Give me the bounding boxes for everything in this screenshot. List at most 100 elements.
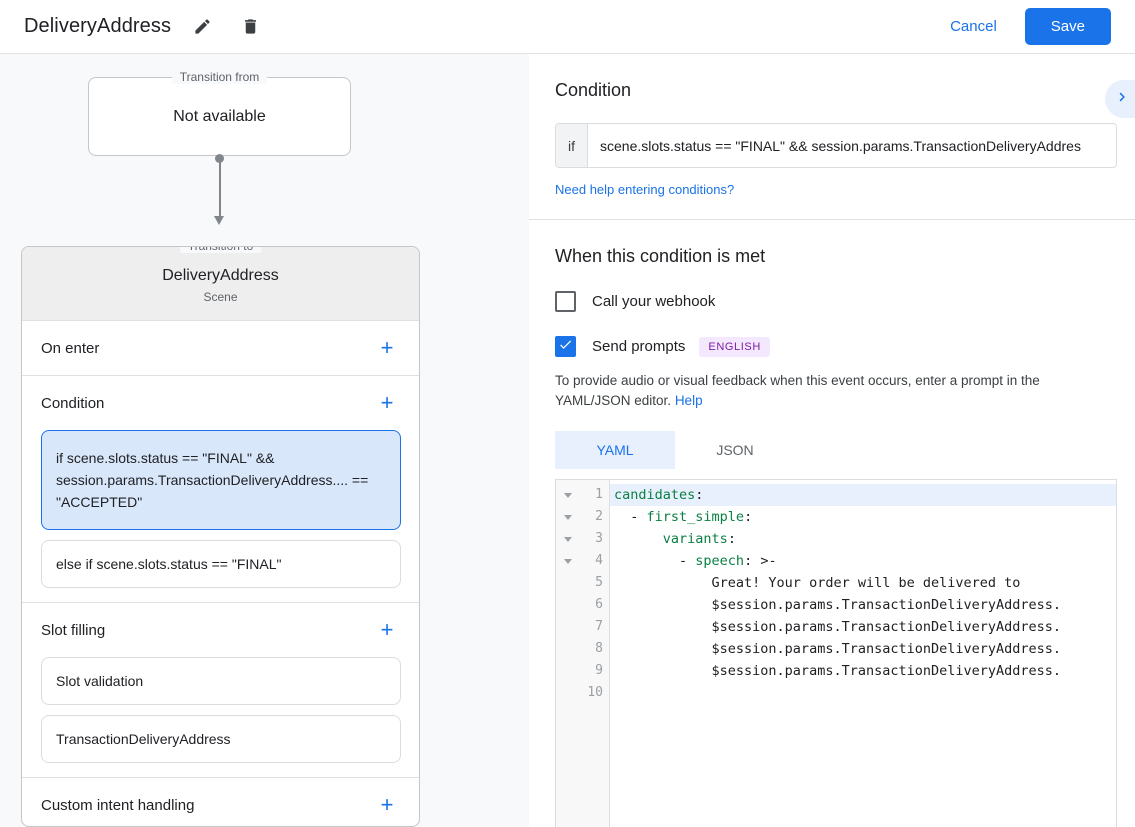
code-rest: : [744,509,753,525]
section-title: Slot filling [41,621,106,639]
scene-sections: On enter+ Condition + if scene.slots.status… [22,320,419,826]
code-line[interactable]: $session.params.TransactionDeliveryAddre… [610,594,1116,616]
fold-toggle-cell [556,638,580,660]
code-rest: : [695,487,704,503]
pencil-icon [193,17,212,36]
list-item[interactable]: if scene.slots.status == "FINAL" && sess… [41,430,401,530]
code-key: speech [695,553,745,569]
fold-toggle-cell[interactable] [556,506,580,528]
add-item-button[interactable]: + [380,390,394,415]
code-key: variants [662,531,728,547]
chevron-down-icon[interactable] [564,492,572,498]
transition-to-card: Transition to DeliveryAddress Scene On e… [21,246,420,827]
condition-input-row[interactable]: if scene.slots.status == "FINAL" && sess… [555,123,1117,168]
transition-from-value: Not available [173,107,266,125]
scene-section: Condition + if scene.slots.status == "FINA… [22,375,419,602]
tab-yaml[interactable]: YAML [555,431,675,469]
line-number: 10 [587,685,603,700]
code-line[interactable]: $session.params.TransactionDeliveryAddre… [610,660,1116,682]
code-line[interactable]: $session.params.TransactionDeliveryAddre… [610,616,1116,638]
language-badge: ENGLISH [699,336,770,357]
line-number: 1 [595,487,603,502]
fold-toggle-cell[interactable] [556,550,580,572]
section-header: Slot filling + [22,603,419,657]
chevron-down-icon[interactable] [564,536,572,542]
section-header: On enter+ [22,321,419,375]
send-prompts-row[interactable]: Send prompts ENGLISH [555,336,1117,357]
code-line[interactable]: variants: [610,528,1116,550]
edit-button[interactable] [185,10,219,44]
list-item[interactable]: else if scene.slots.status == "FINAL" [41,540,401,588]
code-indent [614,531,663,547]
add-item-button[interactable]: + [380,792,394,817]
condition-help-link[interactable]: Need help entering conditions? [555,182,735,197]
section-header: Condition + [22,376,419,430]
chevron-down-icon[interactable] [564,514,572,520]
prompts-help-link[interactable]: Help [674,393,703,408]
fold-toggle-cell[interactable] [556,528,580,550]
line-number: 5 [595,575,603,590]
fold-toggle-cell[interactable] [556,484,580,506]
add-item-button[interactable]: + [380,335,394,360]
condition-block: Condition if scene.slots.status == "FINA… [529,54,1135,219]
code-line[interactable]: $session.params.TransactionDeliveryAddre… [610,638,1116,660]
chevron-down-icon[interactable] [564,558,572,564]
delete-button[interactable] [233,10,267,44]
line-number: 9 [595,663,603,678]
editor-format-tabs: YAML JSON [555,431,1117,469]
section-body: if scene.slots.status == "FINAL" && sess… [22,430,419,602]
collapse-panel-button[interactable] [1105,80,1135,118]
webhook-label: Call your webhook [592,293,716,310]
code-line[interactable]: - speech: >- [610,550,1116,572]
cancel-button[interactable]: Cancel [936,10,1011,43]
panel-divider [529,219,1135,220]
code-line[interactable]: Great! Your order will be delivered to [610,572,1116,594]
line-number: 3 [595,531,603,546]
tab-json[interactable]: JSON [716,442,754,458]
condition-input[interactable]: scene.slots.status == "FINAL" && session… [600,137,1081,154]
prompts-helper-text: To provide audio or visual feedback when… [555,371,1117,411]
line-number: 8 [595,641,603,656]
code-line[interactable]: candidates: [610,484,1116,506]
save-button[interactable]: Save [1024,8,1111,45]
list-item[interactable]: TransactionDeliveryAddress [41,715,401,763]
when-condition-met-block: When this condition is met Call your web… [529,220,1135,827]
line-number: 7 [595,619,603,634]
transition-to-title: DeliveryAddress [162,267,279,284]
code-line[interactable] [610,682,1116,704]
send-prompts-checkbox[interactable] [555,336,576,357]
left-panel: Transition from Not available Transition… [0,54,529,827]
trash-icon [241,17,260,36]
code-text: $session.params.TransactionDeliveryAddre… [614,641,1062,657]
add-item-button[interactable]: + [380,617,394,642]
fold-toggle-cell [556,660,580,682]
connector-line [219,158,221,218]
transition-to-header: DeliveryAddress Scene [22,247,419,320]
transition-from-card: Transition from Not available [88,70,351,156]
line-number: 2 [595,509,603,524]
editor-fold-column [556,480,580,827]
section-title: Condition [41,394,105,412]
section-header: Custom intent handling + [22,778,419,826]
fold-toggle-cell [556,682,580,704]
webhook-row[interactable]: Call your webhook [555,291,1117,312]
code-line[interactable]: - first_simple: [610,506,1116,528]
fold-toggle-cell [556,594,580,616]
list-item[interactable]: Slot validation [41,657,401,705]
section-title: Custom intent handling [41,796,195,814]
right-panel: Condition if scene.slots.status == "FINA… [529,54,1135,827]
condition-heading: Condition [555,80,632,100]
code-text: $session.params.TransactionDeliveryAddre… [614,597,1062,613]
editor-code-area[interactable]: candidates: - first_simple: variants: - … [610,480,1116,827]
webhook-checkbox[interactable] [555,291,576,312]
transition-to-legend: Transition to [179,247,262,253]
line-number: 4 [595,553,603,568]
chevron-right-icon [1113,88,1131,111]
code-indent: - [614,509,647,525]
condition-if-prefix: if [556,124,588,167]
code-rest: : >- [744,553,777,569]
